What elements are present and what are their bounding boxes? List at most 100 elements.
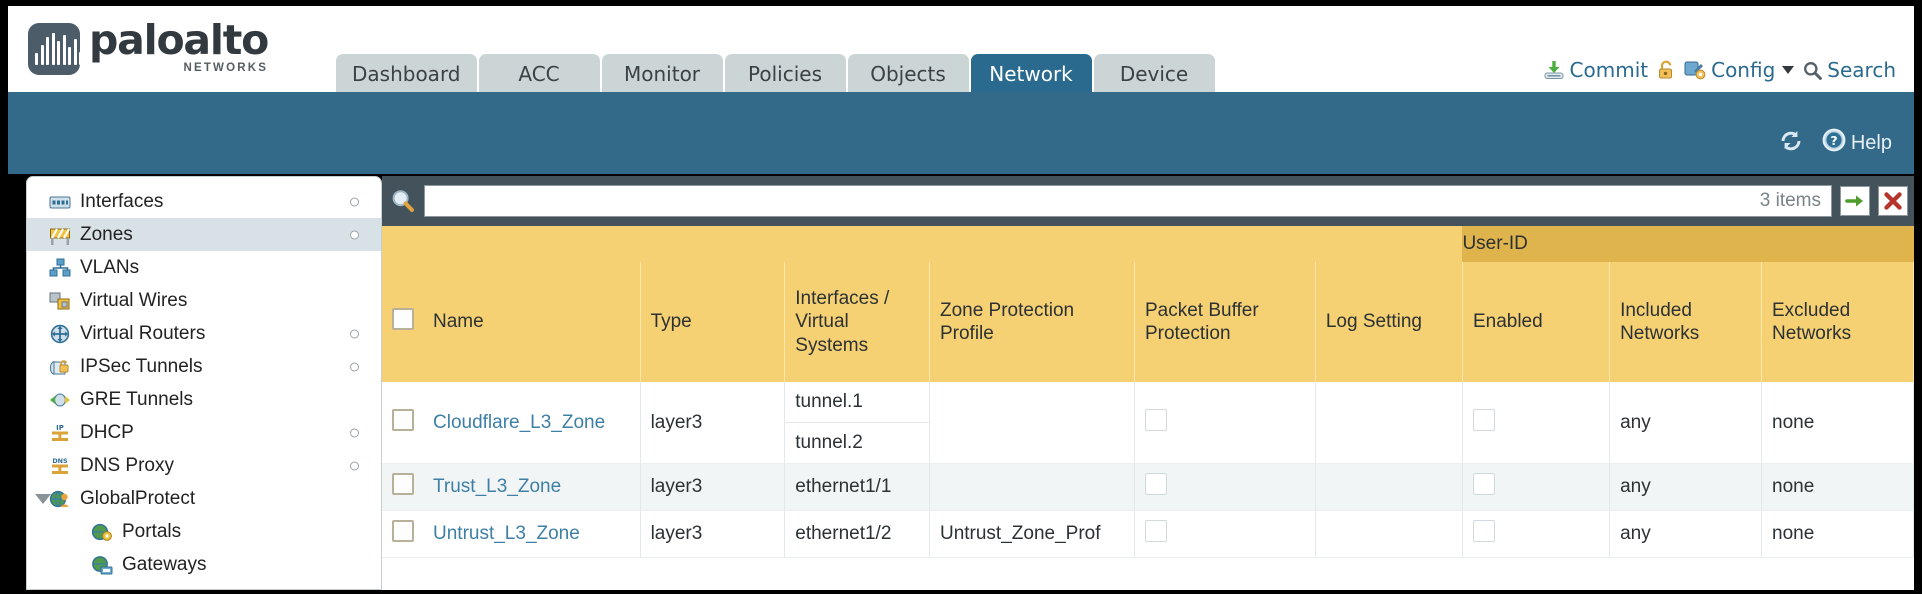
cell-included-networks: any — [1609, 463, 1762, 511]
tab-monitor[interactable]: Monitor — [601, 54, 723, 93]
cell-packet-buffer-protection[interactable] — [1134, 463, 1316, 511]
sidebar-item-globalprotect[interactable]: GlobalProtect — [27, 482, 381, 515]
column-header-zone-protection-profile[interactable]: Zone Protection Profile — [929, 262, 1135, 382]
tab-device[interactable]: Device — [1093, 54, 1215, 93]
dns-proxy-icon: DNS — [49, 456, 71, 476]
help-bar: ? Help — [1778, 128, 1892, 158]
cell-userid-enabled[interactable] — [1462, 382, 1611, 464]
sidebar-item-gre-tunnels[interactable]: GRE Tunnels — [27, 383, 381, 416]
row-select-cell[interactable] — [382, 510, 423, 558]
row-select-cell[interactable] — [382, 463, 423, 511]
tab-network[interactable]: Network — [970, 54, 1092, 93]
refresh-icon[interactable] — [1778, 128, 1804, 158]
column-header-packet-buffer-protection[interactable]: Packet Buffer Protection — [1134, 262, 1316, 382]
column-header-name[interactable]: Name — [423, 262, 641, 382]
config-menu[interactable]: Config — [1684, 58, 1795, 82]
sidebar-item-label: Portals — [122, 520, 182, 542]
userid-enabled-checkbox[interactable] — [1472, 473, 1495, 495]
tab-dashboard[interactable]: Dashboard — [336, 54, 477, 93]
column-header-enabled[interactable]: Enabled — [1462, 262, 1611, 382]
magnifier-icon — [1803, 61, 1823, 80]
cell-log-setting — [1315, 463, 1463, 511]
paloalto-logo: paloalto NETWORKS — [28, 20, 269, 75]
gre-tunnels-icon — [49, 390, 71, 410]
cell-packet-buffer-protection[interactable] — [1134, 510, 1316, 558]
sidebar-item-label: GlobalProtect — [80, 487, 196, 509]
packet-buffer-protection-checkbox[interactable] — [1144, 408, 1167, 431]
vlans-network-icon — [49, 258, 71, 278]
column-header-interfaces-virtual-systems[interactable]: Interfaces / Virtual Systems — [784, 262, 930, 382]
zone-name-link[interactable]: Cloudflare_L3_Zone — [433, 411, 606, 433]
cell-name[interactable]: Cloudflare_L3_Zone — [423, 382, 641, 464]
select-all-checkbox[interactable] — [392, 307, 414, 330]
row-select-checkbox[interactable] — [392, 408, 414, 431]
tab-objects[interactable]: Objects — [847, 54, 969, 93]
sidebar-item-vlans[interactable]: VLANs — [27, 251, 381, 284]
help-button[interactable]: ? Help — [1822, 128, 1892, 158]
cell-excluded-networks: none — [1761, 463, 1914, 511]
search-toolbar: 3 items — [382, 176, 1914, 226]
cell-name[interactable]: Untrust_L3_Zone — [423, 510, 641, 558]
chevron-down-icon — [1782, 66, 1795, 74]
group-header-spacer — [1315, 226, 1463, 262]
tab-acc[interactable]: ACC — [478, 54, 600, 93]
search-input[interactable] — [435, 187, 1760, 215]
packet-buffer-protection-checkbox[interactable] — [1144, 520, 1167, 542]
select-all-header[interactable] — [382, 262, 423, 382]
sidebar-item-zones[interactable]: Zones — [27, 218, 381, 251]
magnifier-icon[interactable] — [390, 188, 416, 214]
zones-barrier-icon — [49, 225, 71, 245]
sidebar-item-virtual-wires[interactable]: Virtual Wires — [27, 284, 381, 317]
sidebar-item-portals[interactable]: Portals — [27, 515, 381, 548]
userid-enabled-checkbox[interactable] — [1472, 520, 1495, 542]
interface-entry: ethernet1/2 — [795, 523, 892, 544]
help-label: Help — [1850, 131, 1892, 154]
utility-bar: Commit Config — [1543, 58, 1896, 82]
padlock-icon[interactable] — [1657, 60, 1675, 80]
search-link[interactable]: Search — [1803, 58, 1896, 82]
column-header-excluded-networks[interactable]: Excluded Networks — [1761, 262, 1914, 382]
commit-button[interactable]: Commit — [1543, 58, 1648, 82]
apply-filter-button[interactable] — [1840, 186, 1870, 216]
group-header-spacer — [382, 226, 423, 262]
expander-triangle-icon[interactable] — [35, 493, 51, 504]
cell-userid-enabled[interactable] — [1462, 463, 1611, 511]
row-select-checkbox[interactable] — [392, 520, 414, 542]
sidebar-item-gateways[interactable]: Gateways — [27, 548, 381, 581]
tab-policies[interactable]: Policies — [724, 54, 846, 93]
row-select-cell[interactable] — [382, 382, 423, 464]
sidebar-item-label: VLANs — [80, 256, 140, 278]
sidebar-item-virtual-routers[interactable]: Virtual Routers — [27, 317, 381, 350]
row-select-checkbox[interactable] — [392, 473, 414, 495]
packet-buffer-protection-checkbox[interactable] — [1144, 473, 1167, 495]
column-header-included-networks[interactable]: Included Networks — [1609, 262, 1762, 382]
userid-enabled-checkbox[interactable] — [1472, 408, 1495, 431]
column-header-type[interactable]: Type — [640, 262, 786, 382]
clear-filter-button[interactable] — [1878, 186, 1908, 216]
svg-text:?: ? — [1830, 133, 1837, 148]
cell-packet-buffer-protection[interactable] — [1134, 382, 1316, 464]
config-wrench-icon — [1684, 60, 1706, 80]
sidebar-item-interfaces[interactable]: Interfaces — [27, 185, 381, 218]
sidebar-item-ipsec-tunnels[interactable]: IPSec Tunnels — [27, 350, 381, 383]
cell-name[interactable]: Trust_L3_Zone — [423, 463, 641, 511]
tab-label: Network — [989, 61, 1073, 86]
zone-name-link[interactable]: Untrust_L3_Zone — [433, 523, 580, 544]
search-field-wrap[interactable]: 3 items — [424, 185, 1832, 217]
svg-text:DNS: DNS — [52, 457, 68, 465]
zone-name-link[interactable]: Trust_L3_Zone — [433, 476, 562, 497]
column-header-log-setting[interactable]: Log Setting — [1315, 262, 1463, 382]
cell-userid-enabled[interactable] — [1462, 510, 1611, 558]
